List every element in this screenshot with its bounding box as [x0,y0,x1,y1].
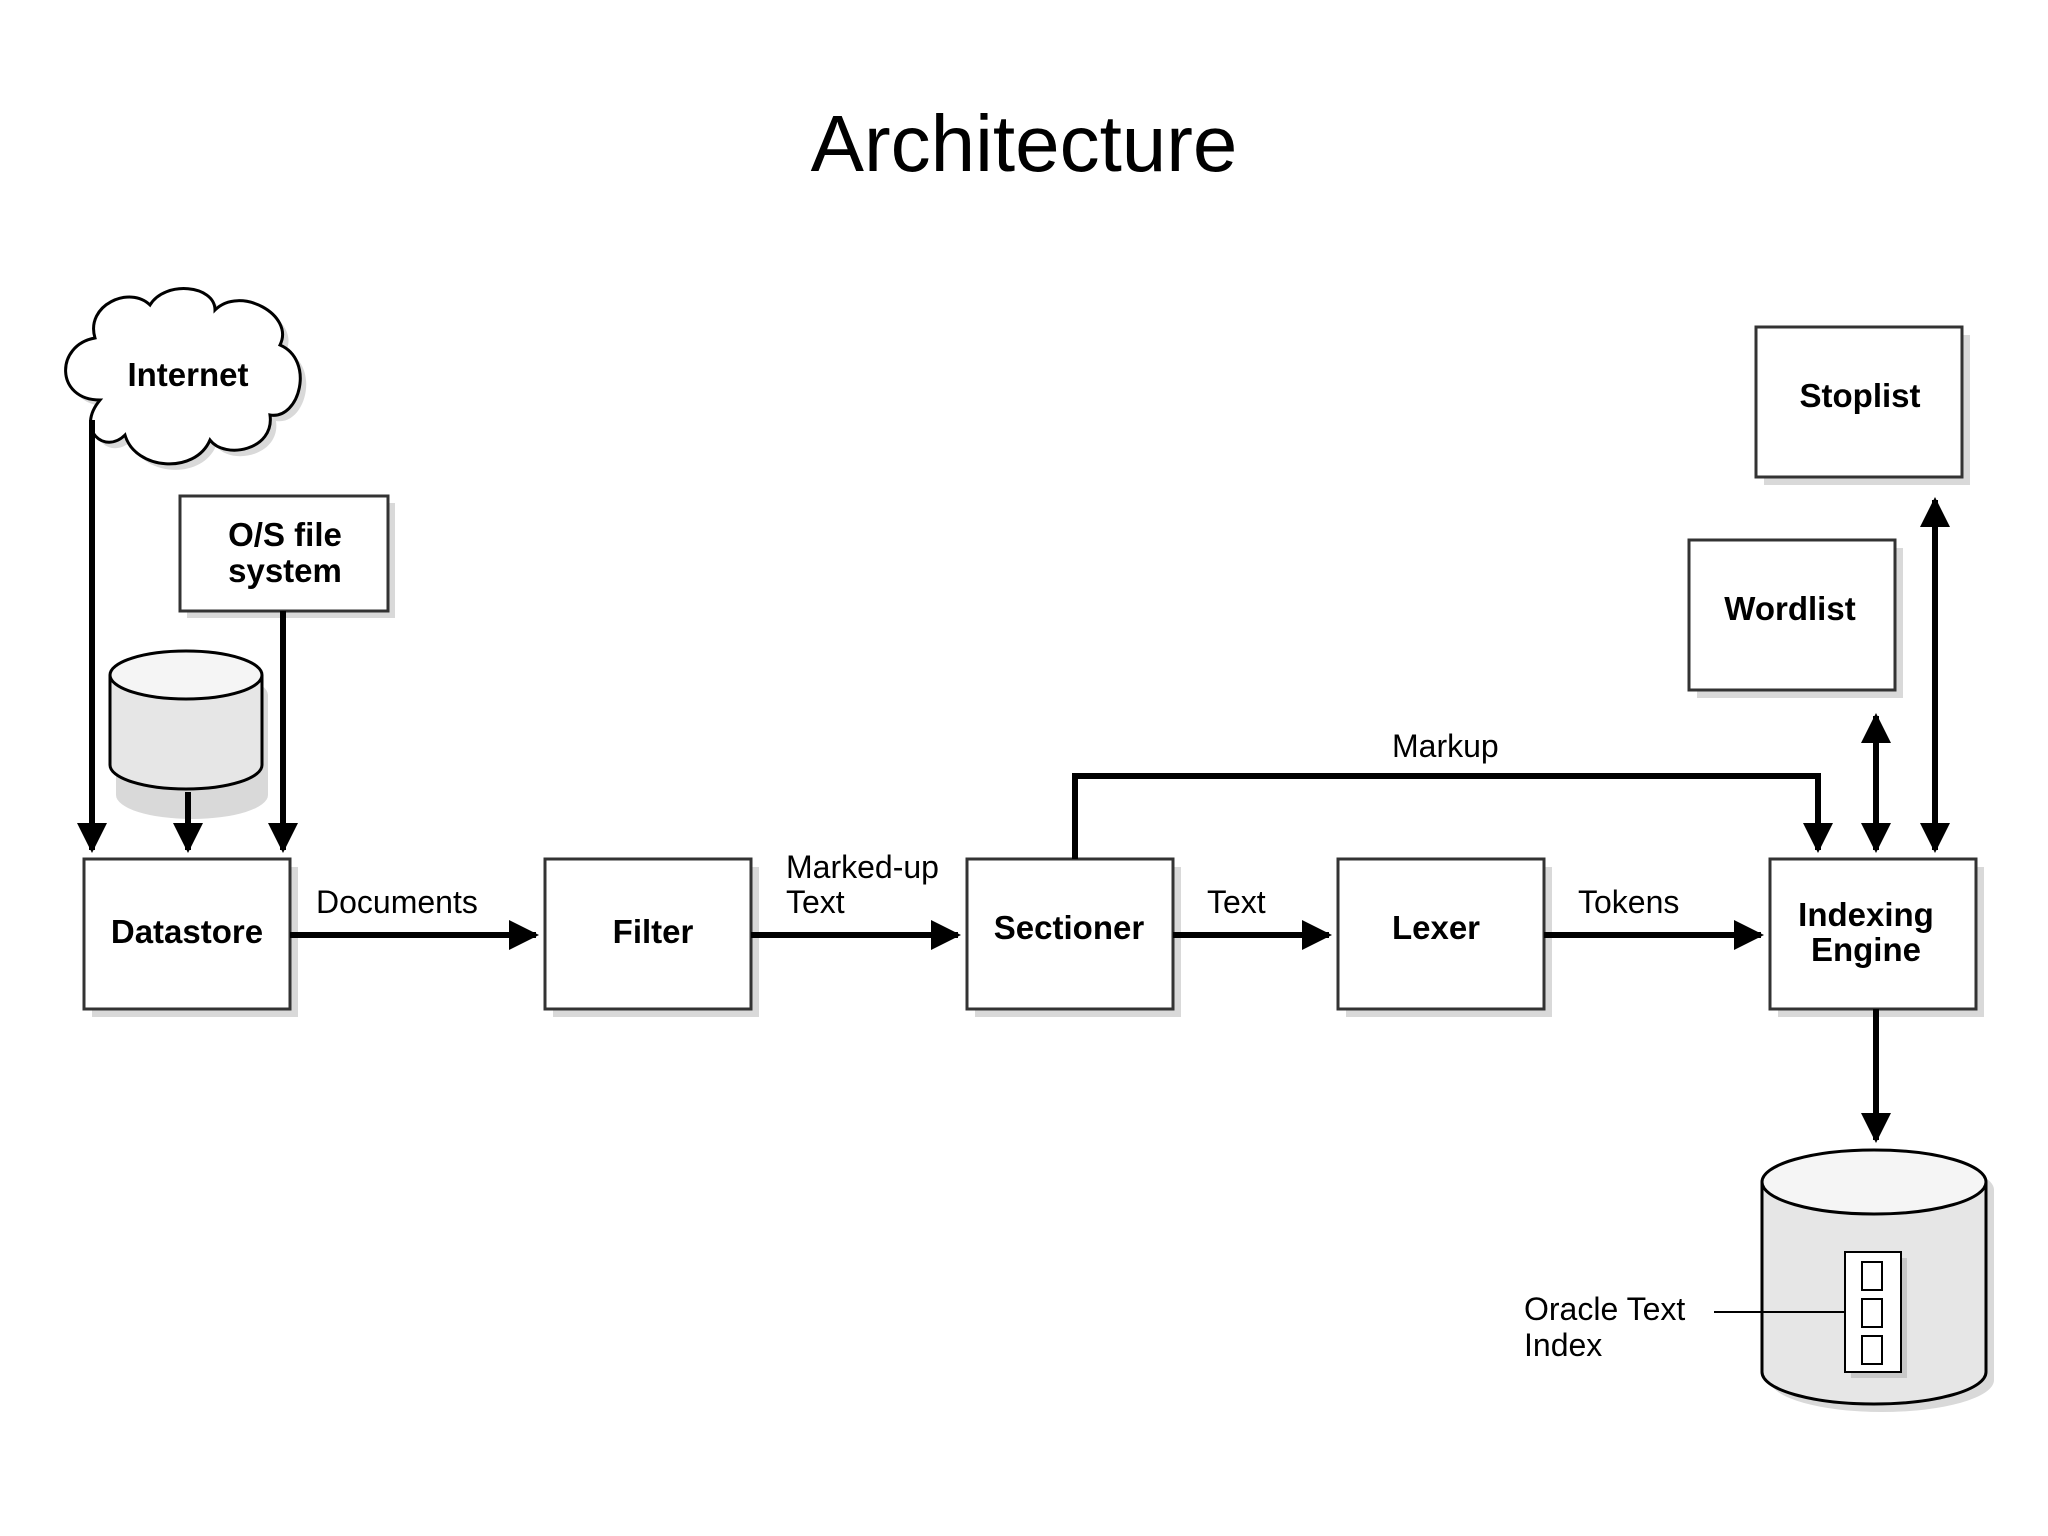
database-cylinder-body [108,675,264,791]
stoplist-rect [1754,325,1964,479]
edge-label-marked-up-text-line2: Text [786,884,845,920]
arrow-markup-sectioner-to-indexing-engine [1072,773,1833,859]
oracle-text-index-label-line2: Index [1524,1327,1602,1363]
wordlist-rect [1687,538,1897,692]
indexing-engine-rect [1768,857,1978,1011]
edge-label-documents: Documents [316,884,478,920]
lexer-label: Lexer [1392,909,1480,946]
edge-label-text: Text [1207,884,1266,920]
index-page-3 [1861,1335,1883,1365]
sectioner-rect [965,857,1175,1011]
sectioner-label: Sectioner [994,909,1145,946]
indexing-engine-label-line2: Engine [1811,931,1921,968]
datastore-box: Datastore [82,857,298,1017]
os-file-system-label-line1: O/S file [228,516,342,553]
database-cylinder-top [108,649,264,701]
edge-label-tokens: Tokens [1578,884,1679,920]
indexing-engine-label-line1: Indexing [1798,896,1934,933]
internet-label: Internet [127,356,248,393]
os-file-system-box: O/S file system [178,494,395,618]
datastore-rect [82,857,292,1011]
lexer-box: Lexer [1336,857,1552,1017]
arrows [77,420,1950,1143]
filter-label: Filter [613,913,694,950]
wordlist-box: Wordlist [1687,538,1903,698]
sectioner-box: Sectioner [965,857,1181,1017]
index-page-1 [1861,1261,1883,1291]
filter-box: Filter [543,857,759,1017]
page-title: Architecture [810,99,1238,188]
index-page-2 [1861,1298,1883,1328]
os-file-system-rect [178,494,390,613]
internet-cloud: Internet [64,287,307,470]
oracle-text-index-top [1760,1148,1988,1216]
edge-label-marked-up-text-line1: Marked-up [786,849,939,885]
datastore-label: Datastore [111,913,263,950]
database-cylinder [108,649,268,819]
filter-rect [543,857,753,1011]
oracle-text-index-cylinder: Oracle Text Index [1524,1148,1994,1412]
wordlist-label: Wordlist [1724,590,1855,627]
internet-cloud-shape [64,287,302,466]
edge-label-markup: Markup [1392,728,1499,764]
indexing-engine-box: Indexing Engine [1768,857,1984,1017]
index-pages-icon [1844,1251,1907,1378]
oracle-text-index-label-line1: Oracle Text [1524,1291,1685,1327]
os-file-system-label-line2: system [228,552,342,589]
stoplist-box: Stoplist [1754,325,1970,485]
stoplist-label: Stoplist [1800,377,1921,414]
